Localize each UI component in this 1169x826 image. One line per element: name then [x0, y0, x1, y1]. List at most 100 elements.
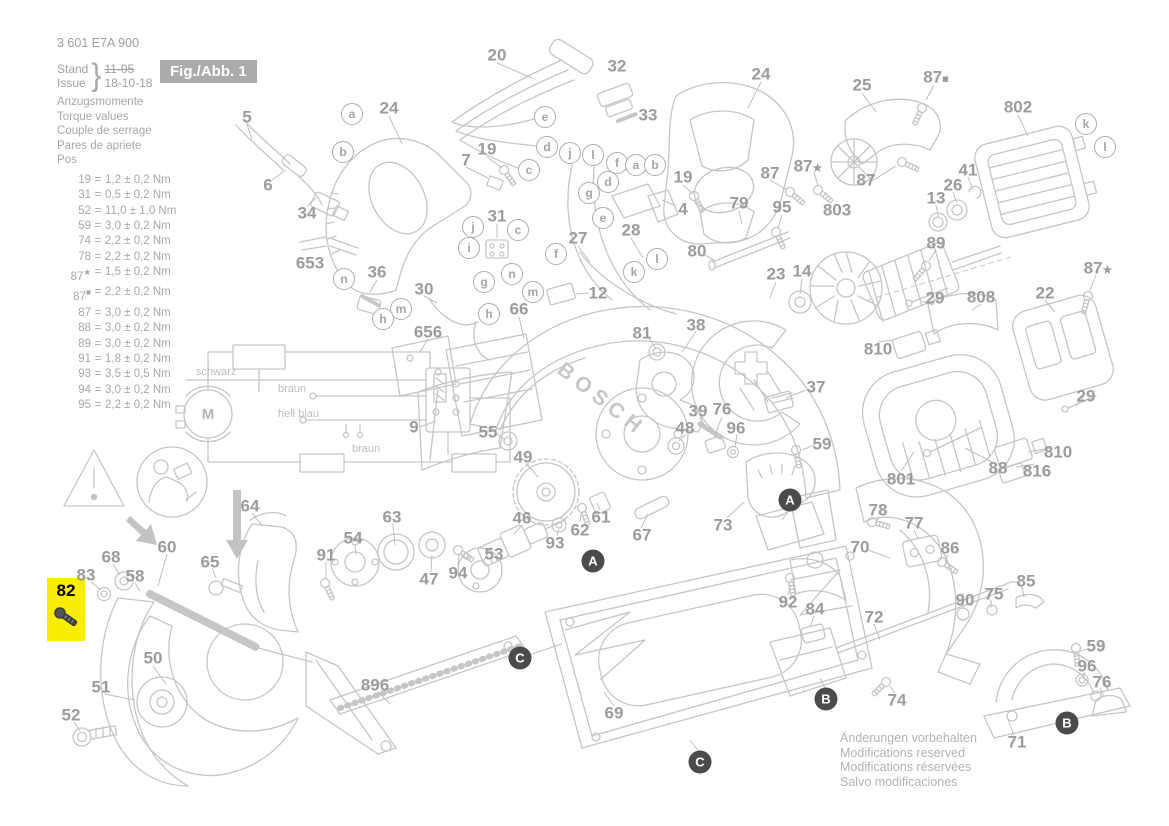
part-label-79[interactable]: 79 [729, 193, 749, 213]
part-label-61[interactable]: 61 [591, 507, 611, 527]
part-label-39[interactable]: 39 [688, 401, 708, 421]
part-label-808[interactable]: 808 [966, 287, 996, 307]
modifications-notice-line: Modifications reserved [840, 745, 966, 760]
part-label-93[interactable]: 93 [545, 533, 565, 553]
part-label-60[interactable]: 60 [157, 537, 177, 557]
part-label-90[interactable]: 90 [955, 590, 975, 610]
part-label-802[interactable]: 802 [1003, 97, 1033, 117]
part-label-91[interactable]: 91 [316, 545, 336, 565]
part-label-22[interactable]: 22 [1035, 283, 1055, 303]
part-label-52[interactable]: 52 [61, 705, 81, 725]
part-label-67[interactable]: 67 [632, 525, 652, 545]
part-label-53[interactable]: 53 [484, 544, 504, 564]
part-label-50[interactable]: 50 [143, 648, 163, 668]
part-label-31[interactable]: 31 [487, 206, 507, 226]
part-label-87[interactable]: 87 [856, 170, 876, 190]
part-label-87[interactable]: 87 [760, 163, 780, 183]
part-label-23[interactable]: 23 [766, 264, 786, 284]
part-label-89[interactable]: 89 [926, 233, 946, 253]
part-label-71[interactable]: 71 [1007, 732, 1027, 752]
part-label-33[interactable]: 33 [638, 105, 658, 125]
part-label-24[interactable]: 24 [379, 98, 399, 118]
part-label-55[interactable]: 55 [478, 422, 498, 442]
part-label-7[interactable]: 7 [461, 150, 471, 170]
part-label-86[interactable]: 86 [940, 538, 960, 558]
part-label-85[interactable]: 85 [1016, 571, 1036, 591]
part-label-92[interactable]: 92 [778, 592, 798, 612]
part-label-34[interactable]: 34 [297, 203, 317, 223]
part-label-19[interactable]: 19 [477, 139, 497, 159]
part-label-83[interactable]: 83 [76, 565, 96, 585]
part-label-6[interactable]: 6 [263, 175, 273, 195]
part-label-81[interactable]: 81 [632, 323, 652, 343]
part-label-29[interactable]: 29 [1076, 386, 1096, 406]
part-label-801[interactable]: 801 [886, 469, 916, 489]
part-label-13[interactable]: 13 [926, 188, 946, 208]
part-label-70[interactable]: 70 [850, 537, 870, 557]
part-label-24[interactable]: 24 [751, 64, 771, 84]
part-label-54[interactable]: 54 [343, 528, 363, 548]
part-label-36[interactable]: 36 [367, 262, 387, 282]
part-label-87-mod[interactable]: 87■ [923, 67, 949, 87]
part-label-51[interactable]: 51 [91, 677, 111, 697]
part-label-49[interactable]: 49 [513, 447, 533, 467]
figure-label[interactable]: Fig./Abb. 1 [160, 60, 257, 83]
part-label-9[interactable]: 9 [409, 417, 419, 437]
part-label-29[interactable]: 29 [925, 288, 945, 308]
part-label-77[interactable]: 77 [904, 513, 924, 533]
part-label-88[interactable]: 88 [988, 458, 1008, 478]
part-label-803[interactable]: 803 [822, 200, 852, 220]
part-label-810[interactable]: 810 [863, 339, 893, 359]
part-label-69[interactable]: 69 [604, 703, 624, 723]
part-label-63[interactable]: 63 [382, 507, 402, 527]
part-label-5[interactable]: 5 [242, 107, 252, 127]
part-label-896[interactable]: 896 [360, 675, 390, 695]
part-label-72[interactable]: 72 [864, 607, 884, 627]
highlighted-part-number[interactable]: 82 [56, 581, 76, 600]
part-label-26[interactable]: 26 [943, 175, 963, 195]
part-label-20[interactable]: 20 [487, 45, 507, 65]
part-label-80[interactable]: 80 [687, 241, 707, 261]
part-label-96[interactable]: 96 [726, 418, 746, 438]
part-label-19[interactable]: 19 [673, 167, 693, 187]
part-label-28[interactable]: 28 [621, 220, 641, 240]
part-label-653[interactable]: 653 [295, 253, 325, 273]
part-label-64[interactable]: 64 [240, 496, 260, 516]
part-label-27[interactable]: 27 [568, 228, 588, 248]
part-label-656[interactable]: 656 [413, 322, 443, 342]
part-label-25[interactable]: 25 [852, 75, 872, 95]
part-label-68[interactable]: 68 [101, 547, 121, 567]
part-label-96[interactable]: 96 [1077, 656, 1097, 676]
part-label-74[interactable]: 74 [887, 690, 907, 710]
part-label-4[interactable]: 4 [678, 199, 688, 219]
part-label-78[interactable]: 78 [868, 500, 888, 520]
part-label-94[interactable]: 94 [448, 563, 468, 583]
part-label-73[interactable]: 73 [713, 515, 733, 535]
highlighted-part-82[interactable]: 82 [47, 578, 85, 641]
part-label-95[interactable]: 95 [772, 197, 792, 217]
part-label-47[interactable]: 47 [419, 569, 439, 589]
part-label-38[interactable]: 38 [686, 315, 706, 335]
part-label-84[interactable]: 84 [805, 599, 825, 619]
part-label-87-mod[interactable]: 87★ [1083, 258, 1113, 278]
part-label-87-mod[interactable]: 87★ [793, 156, 823, 176]
part-label-59[interactable]: 59 [812, 434, 832, 454]
part-label-30[interactable]: 30 [414, 279, 434, 299]
part-label-816[interactable]: 816 [1022, 461, 1052, 481]
part-label-76[interactable]: 76 [1092, 672, 1112, 692]
part-label-58[interactable]: 58 [125, 566, 145, 586]
part-label-46[interactable]: 46 [512, 508, 532, 528]
part-label-48[interactable]: 48 [675, 418, 695, 438]
part-label-59[interactable]: 59 [1086, 636, 1106, 656]
part-label-12[interactable]: 12 [588, 283, 608, 303]
part-label-66[interactable]: 66 [509, 299, 529, 319]
part-label-32[interactable]: 32 [607, 56, 627, 76]
part-label-65[interactable]: 65 [200, 552, 220, 572]
part-label-810[interactable]: 810 [1043, 442, 1073, 462]
part-label-41[interactable]: 41 [958, 160, 978, 180]
part-label-37[interactable]: 37 [806, 377, 826, 397]
part-label-76[interactable]: 76 [712, 399, 732, 419]
part-label-75[interactable]: 75 [984, 584, 1004, 604]
part-label-62[interactable]: 62 [570, 520, 590, 540]
part-label-14[interactable]: 14 [792, 261, 812, 281]
